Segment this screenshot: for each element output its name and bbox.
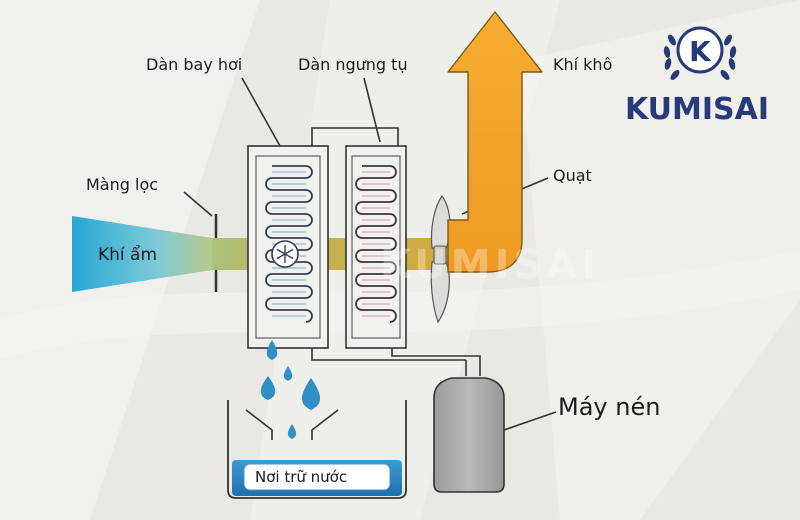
compressor-leader bbox=[503, 411, 557, 431]
refrigerant-pipe bbox=[311, 127, 399, 146]
logo-badge bbox=[676, 26, 724, 74]
filter-leader bbox=[183, 191, 213, 217]
watermark-text: KUMISAI bbox=[380, 242, 600, 288]
label-condenser: Dàn ngưng tụ bbox=[298, 55, 408, 74]
brand-logo: K KUMISAI bbox=[625, 26, 769, 127]
water-tank bbox=[227, 400, 407, 499]
label-dry-air: Khí khô bbox=[553, 55, 612, 74]
water-droplets bbox=[260, 340, 321, 439]
label-compressor: Máy nén bbox=[558, 393, 660, 421]
drip-funnel bbox=[245, 409, 339, 440]
condenser-coil bbox=[345, 145, 407, 349]
condenser-leader bbox=[363, 77, 381, 143]
compressor bbox=[433, 377, 505, 493]
label-humid-air: Khí ẩm bbox=[98, 244, 157, 265]
refrigerant-pipe-lower bbox=[311, 348, 481, 376]
humid-air-funnel bbox=[72, 216, 212, 292]
logo-letter: K bbox=[689, 35, 712, 68]
label-filter: Màng lọc bbox=[86, 175, 158, 194]
label-water-tank: Nơi trữ nước bbox=[255, 468, 347, 486]
label-evaporator: Dàn bay hơi bbox=[146, 55, 242, 74]
label-fan: Quạt bbox=[553, 166, 592, 185]
dry-air-arrow bbox=[447, 11, 543, 273]
fan-icon bbox=[430, 194, 451, 324]
laurel-icon bbox=[663, 34, 737, 80]
brand-name: KUMISAI bbox=[625, 92, 769, 127]
evaporator-leader bbox=[241, 77, 281, 147]
snowflake-icon bbox=[271, 240, 299, 268]
